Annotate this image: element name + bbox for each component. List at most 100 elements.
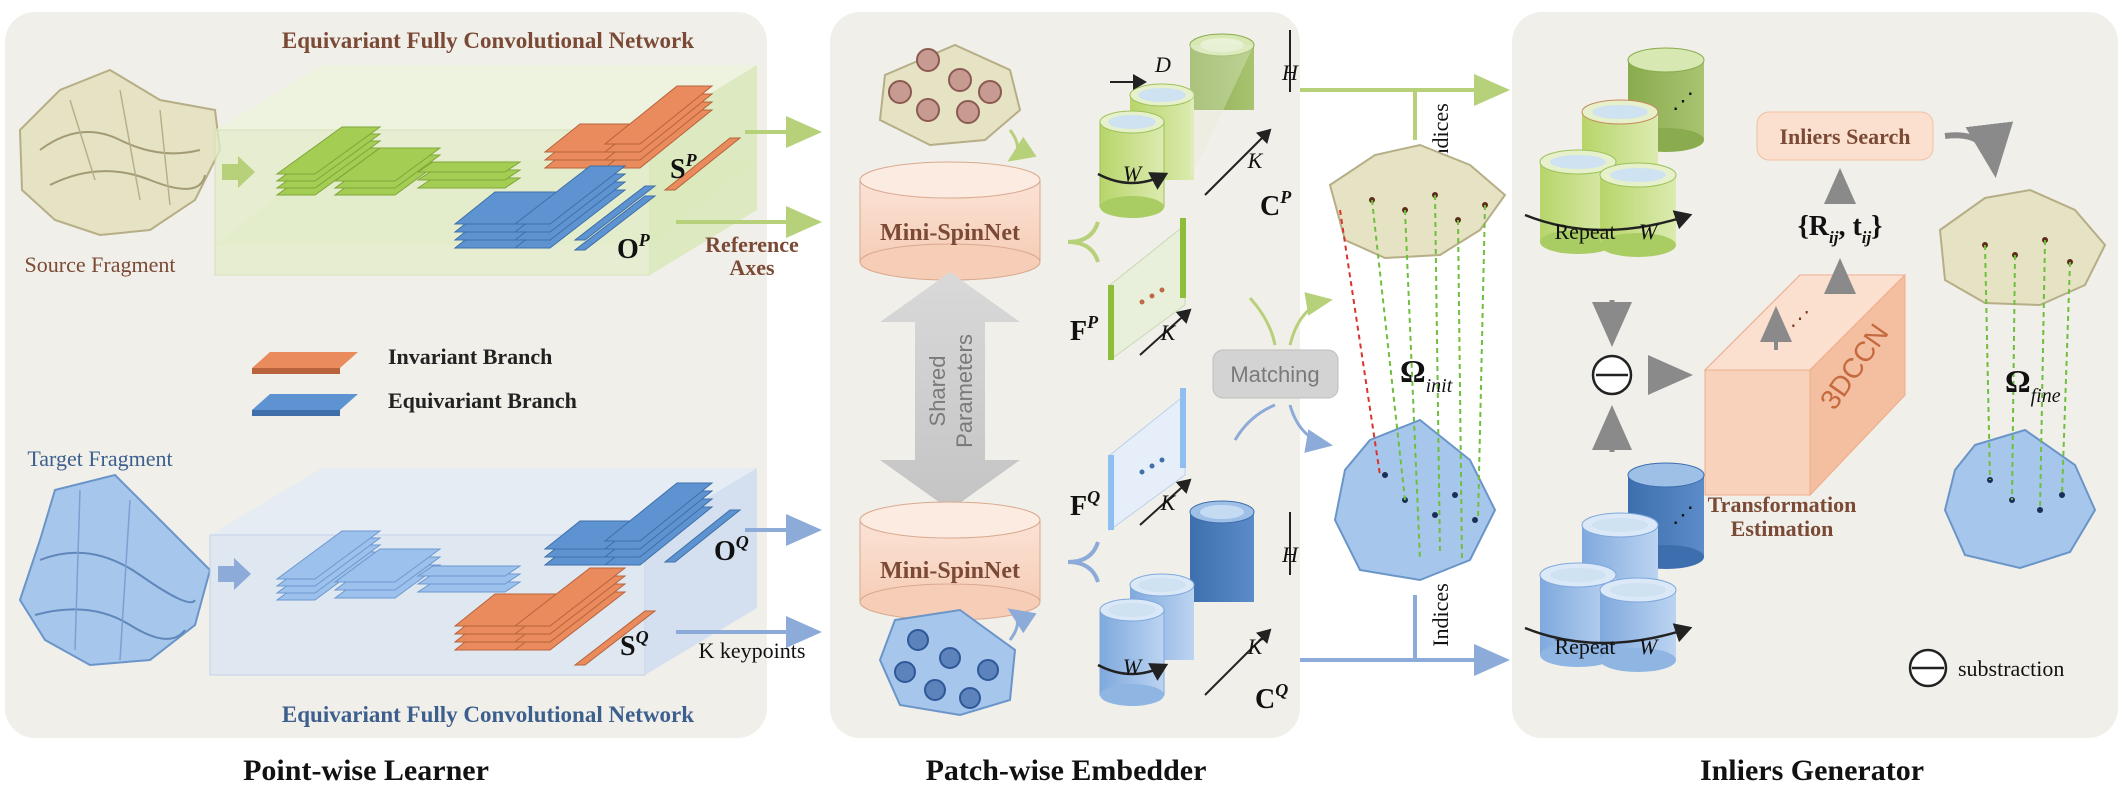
omega-init-target-mesh bbox=[1333, 418, 1497, 582]
w-right-bottom-label: W bbox=[1639, 634, 1659, 659]
w-bottom-label: W bbox=[1123, 654, 1143, 679]
minispinnet-top-label: Mini-SpinNet bbox=[880, 220, 1020, 246]
fq-label: FQ bbox=[1070, 487, 1100, 522]
target-fragment-label: Target Fragment bbox=[27, 446, 172, 471]
legend-invariant-swatch bbox=[252, 352, 358, 368]
matching-box bbox=[1212, 349, 1339, 399]
w-top-label: W bbox=[1123, 161, 1143, 186]
repeat-bottom-label: Repeat bbox=[1554, 634, 1615, 659]
k-fp-label: K bbox=[1160, 320, 1177, 345]
source-patch-mesh bbox=[878, 43, 1022, 147]
w-right-top-label: W bbox=[1639, 219, 1659, 244]
target-input-arrow bbox=[218, 558, 251, 590]
legend-subtraction-label: substraction bbox=[1958, 656, 2064, 681]
rotation-arrow-cq bbox=[1097, 663, 1169, 681]
blue-feature-layers-target bbox=[275, 530, 522, 601]
k-fq-label: K bbox=[1160, 490, 1177, 515]
reference-axes-label-2: Axes bbox=[729, 255, 775, 280]
source-fragment-label: Source Fragment bbox=[25, 252, 176, 277]
minispinnet-bottom bbox=[859, 501, 1041, 621]
inliers-search-box bbox=[1756, 111, 1934, 161]
legend-equivariant-label: Equivariant Branch bbox=[388, 388, 577, 413]
cp-label: CP bbox=[1260, 187, 1292, 222]
omega-fine-target-mesh bbox=[1943, 428, 2097, 570]
orange-feature-layers-source bbox=[543, 85, 742, 191]
curve-arrow-bottom bbox=[1007, 608, 1037, 641]
efcn-title-top: Equivariant Fully Convolutional Network bbox=[282, 28, 694, 53]
patch-wise-embedder-title: Patch-wise Embedder bbox=[926, 754, 1207, 787]
omega-fine-correspondences bbox=[1984, 239, 2071, 511]
sp-label: SP bbox=[670, 150, 698, 185]
legend-invariant-swatch-side bbox=[252, 368, 340, 374]
fq-feature-plane bbox=[1108, 388, 1186, 531]
matching-in-arrow-bottom bbox=[1233, 403, 1276, 441]
repeat-top-label: Repeat bbox=[1554, 219, 1615, 244]
transformation-label-2: Estimation bbox=[1731, 516, 1834, 541]
cq-cylinders bbox=[1099, 500, 1255, 706]
rotation-arrow-repeat-bottom bbox=[1524, 623, 1693, 645]
fp-feature-plane bbox=[1108, 218, 1186, 361]
target-fragment-mesh bbox=[18, 473, 212, 667]
transformation-label-1: Transformation bbox=[1708, 492, 1857, 517]
k-dimension-cp bbox=[1204, 128, 1272, 196]
green-feature-layers bbox=[275, 126, 522, 196]
blue-equivariant-layers-target bbox=[543, 482, 742, 566]
legend-equivariant-swatch bbox=[252, 394, 358, 410]
k-dimension-cq bbox=[1204, 628, 1272, 696]
cp-cylinders bbox=[1099, 33, 1255, 218]
omega-init-correspondences bbox=[1339, 194, 1486, 561]
3dccn-block: ⋰ bbox=[1703, 258, 1907, 497]
shared-label-1: Shared bbox=[925, 356, 950, 427]
indices-bottom-label: Indices bbox=[1428, 583, 1453, 647]
k-dimension-fq bbox=[1139, 478, 1192, 526]
h-top-label: H bbox=[1281, 60, 1299, 85]
legend-equivariant-swatch-side bbox=[252, 410, 340, 416]
k-dimension-fp bbox=[1139, 308, 1192, 356]
svg-text:⋰: ⋰ bbox=[1672, 88, 1694, 113]
split-arrow-top bbox=[1067, 221, 1100, 263]
omega-init-source-mesh bbox=[1328, 143, 1507, 260]
blue-feature-layers-source bbox=[453, 165, 657, 251]
rotation-arrow-cp bbox=[1097, 172, 1169, 190]
legend-invariant-label: Invariant Branch bbox=[388, 344, 552, 369]
matching-in-arrow-top bbox=[1248, 296, 1277, 346]
h-bottom-label: H bbox=[1281, 542, 1299, 567]
target-patch-mesh bbox=[878, 608, 1017, 717]
curve-arrow-top bbox=[1007, 129, 1037, 162]
minispinnet-bottom-label: Mini-SpinNet bbox=[880, 558, 1020, 584]
k-keypoints-label: K keypoints bbox=[699, 638, 806, 663]
source-fragment-mesh bbox=[18, 68, 222, 237]
rt-label: {Rij, tij} bbox=[1798, 211, 1883, 247]
minispinnet-top bbox=[859, 161, 1041, 281]
source-input-arrow bbox=[222, 156, 255, 188]
svg-text:⋰: ⋰ bbox=[1672, 502, 1694, 527]
inliers-generator-title: Inliers Generator bbox=[1700, 754, 1924, 787]
svg-text:⋰: ⋰ bbox=[1790, 308, 1810, 330]
orange-feature-layers-target bbox=[453, 567, 657, 666]
shared-label-2: Parameters bbox=[952, 334, 977, 448]
inliers-search-label: Inliers Search bbox=[1780, 124, 1911, 149]
efcn-title-bottom: Equivariant Fully Convolutional Network bbox=[282, 702, 694, 727]
k-cp-label: K bbox=[1247, 148, 1264, 173]
cq-label: CQ bbox=[1255, 680, 1288, 715]
omega-fine-label: Ωfine bbox=[2005, 363, 2061, 407]
sq-label: SQ bbox=[620, 627, 649, 662]
omega-init-label: Ωinit bbox=[1400, 353, 1453, 397]
shared-parameters-arrow bbox=[880, 272, 1020, 510]
k-cq-label: K bbox=[1247, 634, 1264, 659]
inliers-search-output-arrow bbox=[1944, 121, 2014, 178]
matching-label: Matching bbox=[1230, 362, 1319, 387]
d-label: D bbox=[1154, 52, 1171, 77]
oq-label: OQ bbox=[714, 532, 749, 567]
repeat-bottom-cylinders: ⋰ bbox=[1539, 462, 1705, 672]
split-arrow-bottom bbox=[1067, 541, 1100, 583]
reference-axes-label-1: Reference bbox=[705, 232, 799, 257]
op-label: OP bbox=[617, 230, 651, 265]
rotation-arrow-repeat-top bbox=[1524, 210, 1693, 232]
fp-label: FP bbox=[1070, 312, 1099, 347]
matching-out-arrow-bottom bbox=[1288, 404, 1333, 453]
omega-fine-source-mesh bbox=[1938, 188, 2107, 307]
matching-out-arrow-top bbox=[1288, 292, 1333, 346]
point-wise-learner-title: Point-wise Learner bbox=[243, 754, 489, 787]
